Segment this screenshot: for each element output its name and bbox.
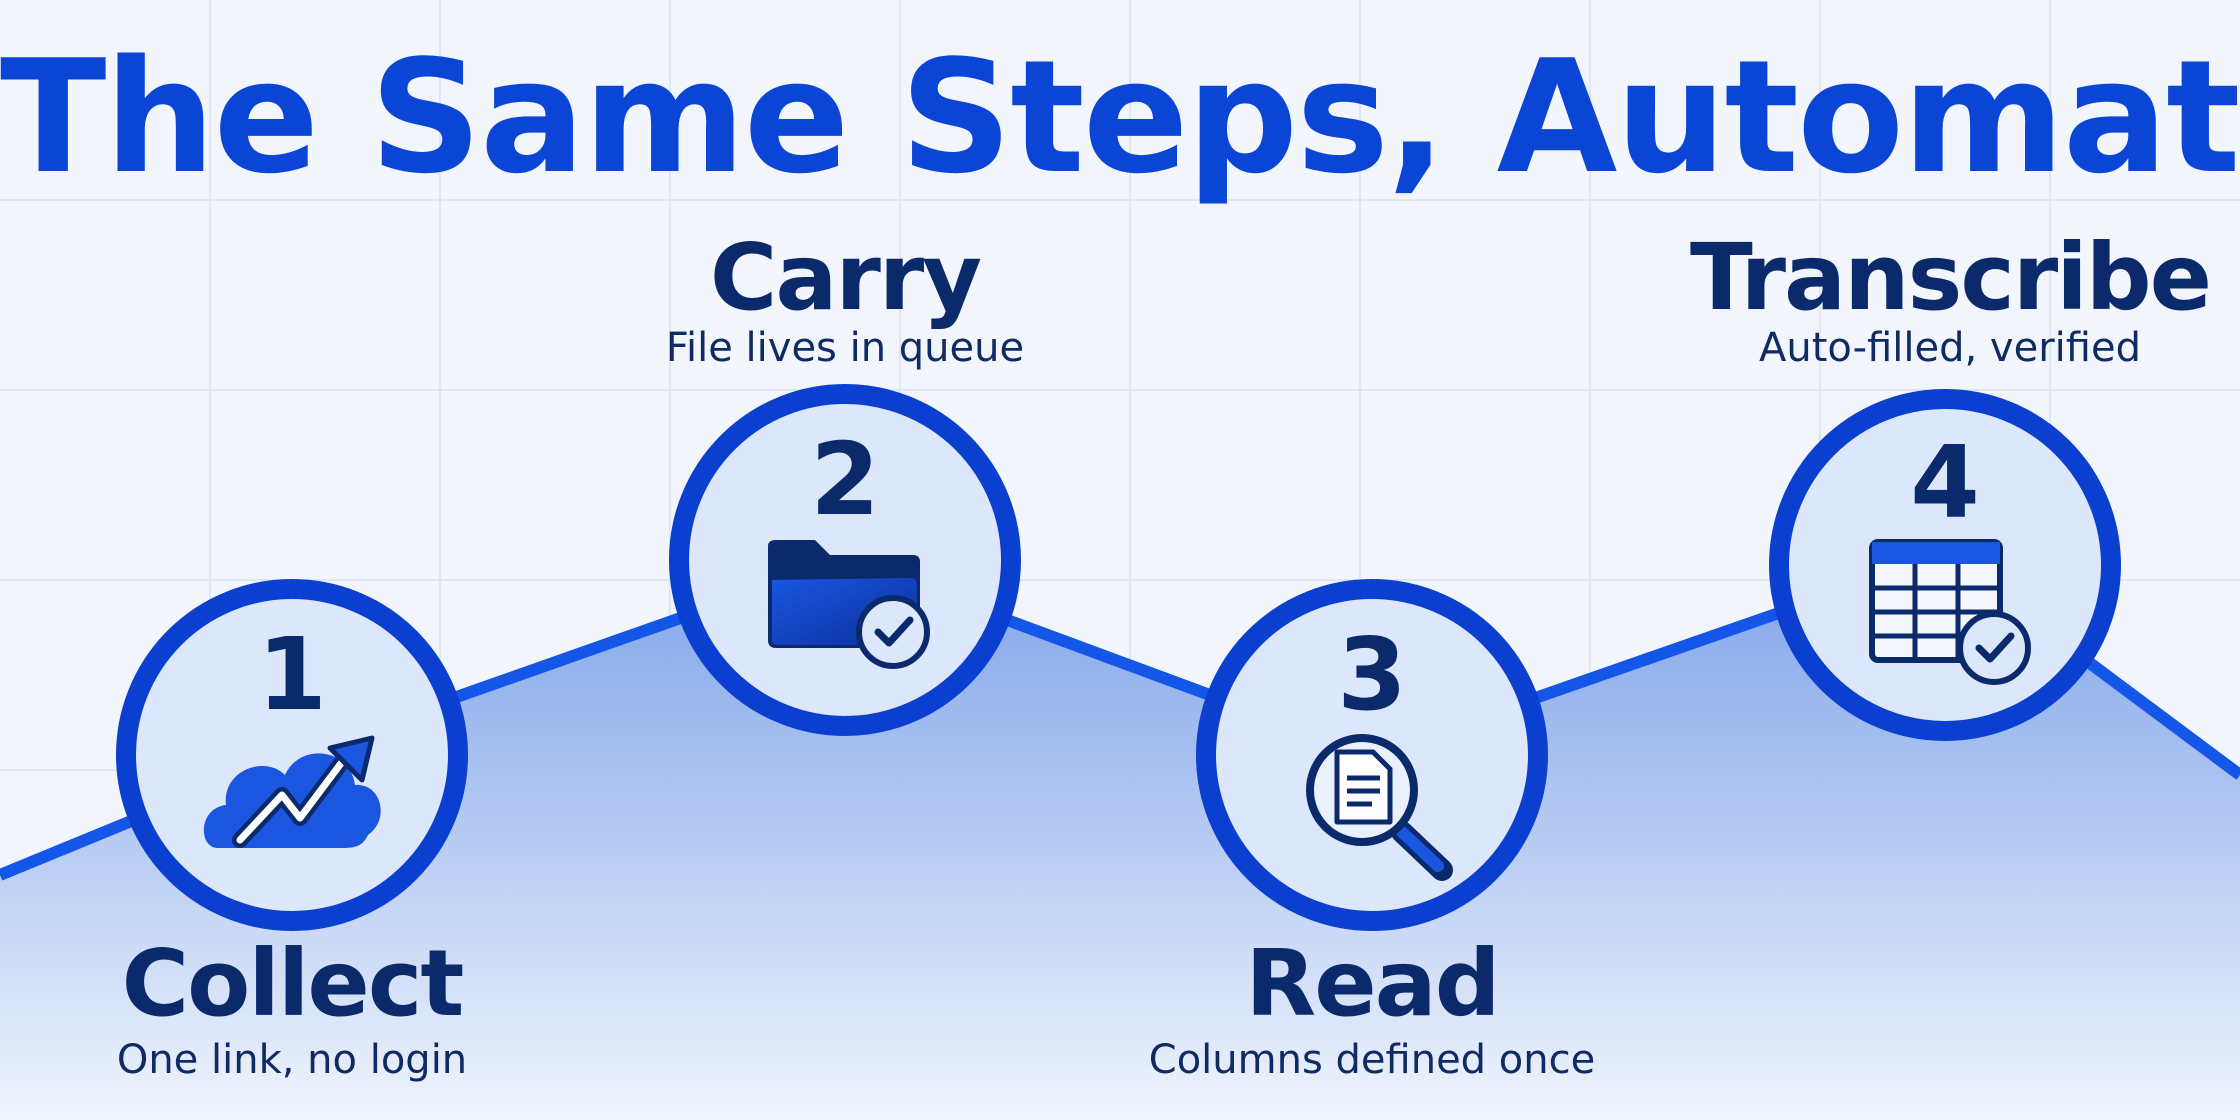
page-title: The Same Steps, Automated: [0, 26, 2240, 208]
step-name-1: Collect: [121, 930, 465, 1037]
step-name-3: Read: [1245, 930, 1500, 1037]
step-name-2: Carry: [709, 224, 982, 331]
area-fill: [0, 555, 2240, 1120]
document-search-icon: [1306, 734, 1453, 881]
step-desc-4: Auto-filled, verified: [1759, 325, 2141, 371]
step-number-3: 3: [1337, 616, 1407, 733]
step-desc-1: One link, no login: [116, 1037, 468, 1083]
table-check-icon: [1869, 539, 2031, 685]
step-desc-3: Columns defined once: [1148, 1037, 1596, 1083]
step-number-2: 2: [810, 421, 880, 538]
step-number-1: 1: [257, 616, 327, 733]
folder-check-icon: [768, 540, 930, 669]
cloud-chart-icon: [203, 735, 381, 848]
step-desc-2: File lives in queue: [665, 325, 1025, 371]
step-number-4: 4: [1910, 424, 1980, 541]
step-name-4: Transcribe: [1689, 224, 2212, 331]
